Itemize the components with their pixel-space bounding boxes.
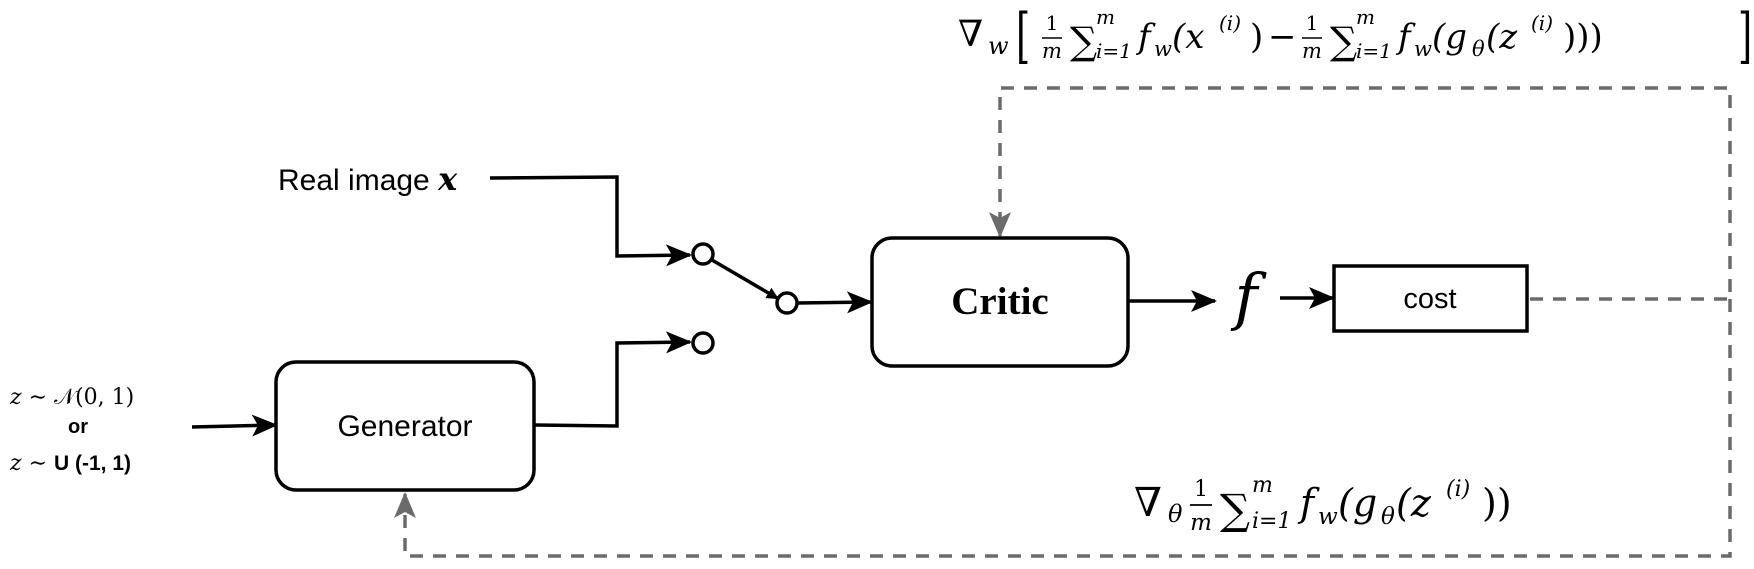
svg-text:w: w — [988, 32, 1009, 60]
svg-text:m: m — [1252, 473, 1273, 498]
svg-text:m: m — [1042, 39, 1062, 63]
cost-label: cost — [1403, 283, 1456, 315]
real-image-to-switch-wire — [489, 175, 692, 267]
svg-text:]: ] — [1738, 0, 1752, 70]
svg-text:∇: ∇ — [958, 14, 983, 55]
svg-text:m: m — [1302, 39, 1322, 63]
svg-text:w: w — [1414, 37, 1432, 61]
svg-text:−: − — [1268, 17, 1297, 57]
svg-text:m: m — [1190, 510, 1212, 536]
f-symbol: f — [1231, 260, 1268, 333]
svg-text:1: 1 — [1194, 477, 1208, 502]
critic-box — [870, 236, 1130, 368]
svg-text:(i): (i) — [1446, 477, 1470, 502]
svg-text:))): ))) — [1563, 17, 1603, 57]
critic-gradient-formula: ∇ w [ 1 m ∑ m i=1 f w (x (i) ) − 1 m ∑ m… — [958, 0, 1752, 70]
svg-text:m: m — [1356, 5, 1375, 29]
svg-text:[: [ — [1016, 0, 1030, 70]
generator-to-switch-wire — [533, 331, 692, 428]
svg-text:(z: (z — [1396, 481, 1432, 525]
svg-text:θ: θ — [1472, 37, 1485, 61]
critic-label: Critic — [951, 280, 1048, 323]
switch-terminal-real — [691, 242, 715, 266]
generator-box — [274, 360, 536, 492]
generator-feedback-line — [394, 299, 1732, 558]
switch-lever — [711, 258, 779, 300]
svg-text:w: w — [1318, 504, 1338, 530]
svg-text:f: f — [1395, 17, 1416, 57]
svg-text:i=1: i=1 — [1252, 509, 1291, 534]
svg-text:w: w — [1154, 37, 1172, 61]
svg-text:θ: θ — [1381, 504, 1395, 530]
generator-label: Generator — [337, 410, 472, 443]
svg-text:(i): (i) — [1219, 11, 1241, 35]
cost-box — [1332, 264, 1529, 333]
svg-text:(g: (g — [1338, 481, 1377, 525]
switch-pivot — [775, 291, 799, 315]
svg-text:1: 1 — [1306, 11, 1319, 35]
svg-text:f: f — [1135, 17, 1156, 57]
svg-text:θ: θ — [1168, 500, 1183, 528]
svg-text:∑: ∑ — [1220, 485, 1250, 534]
svg-text:i=1: i=1 — [1096, 39, 1132, 63]
svg-text:m: m — [1096, 5, 1115, 29]
svg-text:)): )) — [1482, 481, 1512, 525]
svg-text:i=1: i=1 — [1356, 39, 1392, 63]
generator-gradient-formula: ∇ θ 1 m ∑ m i=1 f w (g θ (z (i) )) — [1134, 473, 1512, 536]
switch-to-critic-arrow — [796, 291, 873, 314]
svg-text:(z: (z — [1486, 17, 1518, 57]
svg-text:(x: (x — [1172, 17, 1204, 57]
noise-normal-label: z ∼ 𝒩(0, 1) — [9, 385, 134, 410]
noise-or-label: or — [68, 416, 88, 438]
svg-text:f: f — [1297, 481, 1320, 525]
svg-text:1: 1 — [1046, 11, 1059, 35]
svg-text:∇: ∇ — [1134, 480, 1162, 526]
noise-uniform-label: z ∼ U (-1, 1) — [9, 451, 131, 476]
svg-text:(i): (i) — [1531, 11, 1553, 35]
svg-text:∑: ∑ — [1330, 19, 1357, 63]
svg-text:(g: (g — [1432, 17, 1467, 57]
noise-to-generator-arrow — [191, 414, 278, 437]
switch-terminal-fake — [691, 331, 715, 355]
svg-text:∑: ∑ — [1070, 19, 1097, 63]
svg-text:): ) — [1250, 17, 1263, 57]
real-image-label: Real image x — [278, 160, 458, 198]
